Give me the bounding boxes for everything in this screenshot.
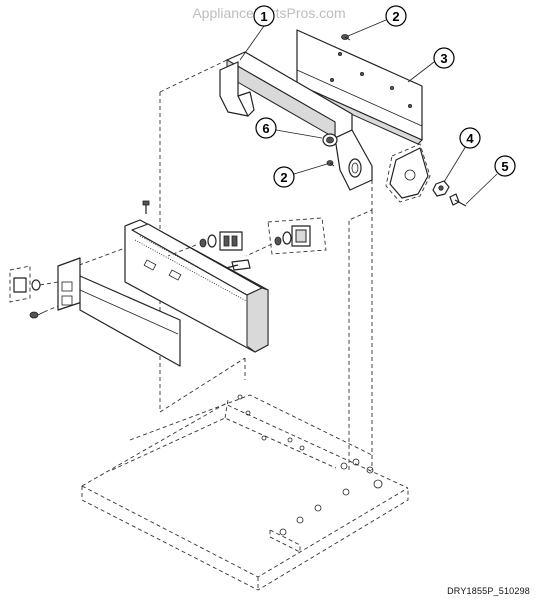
bolt-part-5: [449, 193, 467, 207]
grommet-part-6: [322, 133, 338, 147]
callout-4-label: 4: [466, 131, 474, 146]
callout-2-mid: 2: [273, 163, 328, 188]
screw-left: [29, 305, 59, 319]
control-console: [124, 200, 269, 353]
callout-1: 1: [239, 5, 275, 61]
callout-5: 5: [465, 155, 516, 205]
callout-6-label: 6: [262, 121, 269, 136]
callout-2-top: 2: [347, 5, 407, 37]
screw-part-2-mid: [326, 160, 335, 167]
left-switch-dashed: [9, 265, 59, 303]
callout-5-label: 5: [501, 159, 508, 174]
diagram-id: DRY1855P_510298: [447, 586, 530, 596]
side-panel: [57, 247, 181, 367]
support-bracket-part-1: [219, 51, 373, 191]
nut-part-4: [432, 180, 450, 197]
knob-shaft: [225, 259, 251, 271]
callout-4: 4: [443, 127, 481, 183]
rear-panel-part-3: [292, 29, 423, 145]
callout-3: 3: [407, 47, 455, 83]
cabinet-outline: [81, 59, 409, 591]
side-bracket: [385, 143, 431, 203]
selector-switch-dashed: [245, 217, 327, 257]
callout-2-mid-label: 2: [280, 170, 287, 185]
screw-part-2-top: [341, 34, 351, 41]
timer-switch: [167, 231, 243, 257]
callout-2-top-label: 2: [392, 9, 399, 24]
callout-1-label: 1: [260, 9, 267, 24]
callout-3-label: 3: [440, 51, 447, 66]
callout-6: 6: [255, 117, 323, 139]
